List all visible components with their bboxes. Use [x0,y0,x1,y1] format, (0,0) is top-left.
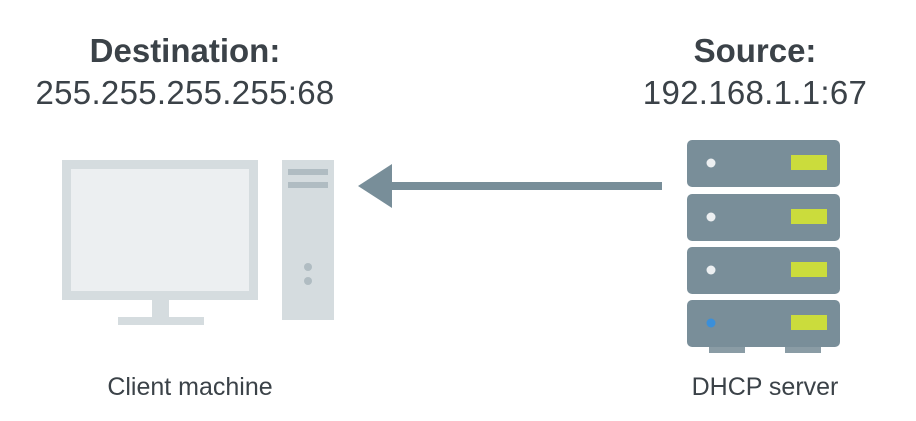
tower-drive-bay-1 [288,169,328,175]
destination-label: Destination: 255.255.255.255:68 [20,30,350,114]
source-label: Source: 192.168.1.1:67 [620,30,890,114]
tower-button-1 [304,263,312,271]
monitor-stand [118,317,204,325]
tower-button-2 [304,277,312,285]
server-unit-1 [687,140,840,187]
server-foot-left [709,347,745,353]
server-foot-right [785,347,821,353]
tower-drive-bay-2 [288,182,328,188]
server-led-2 [706,212,716,222]
server-unit-2 [687,194,840,241]
server-rack-icon [687,140,840,353]
server-drive-light-1 [791,155,827,170]
server-led-3 [706,265,716,275]
destination-heading: Destination: [89,32,281,69]
server-drive-light-3 [791,262,827,277]
source-heading: Source: [693,32,817,69]
server-led-4 [706,318,716,328]
source-address: 192.168.1.1:67 [642,74,868,111]
monitor-screen [71,169,249,291]
server-led-1 [706,158,716,168]
dhcp-server-label: DHCP server [691,373,839,401]
server-drive-light-2 [791,209,827,224]
monitor-neck [152,300,169,318]
arrow-icon [358,164,662,208]
computer-tower [282,160,334,320]
arrow-head [358,164,392,208]
monitor [62,160,258,325]
desktop-computer-icon [62,160,334,325]
destination-address: 255.255.255.255:68 [35,74,335,111]
server-unit-4 [687,300,840,347]
client-machine-label: Client machine [107,373,273,401]
server-drive-light-4 [791,315,827,330]
server-unit-3 [687,247,840,294]
